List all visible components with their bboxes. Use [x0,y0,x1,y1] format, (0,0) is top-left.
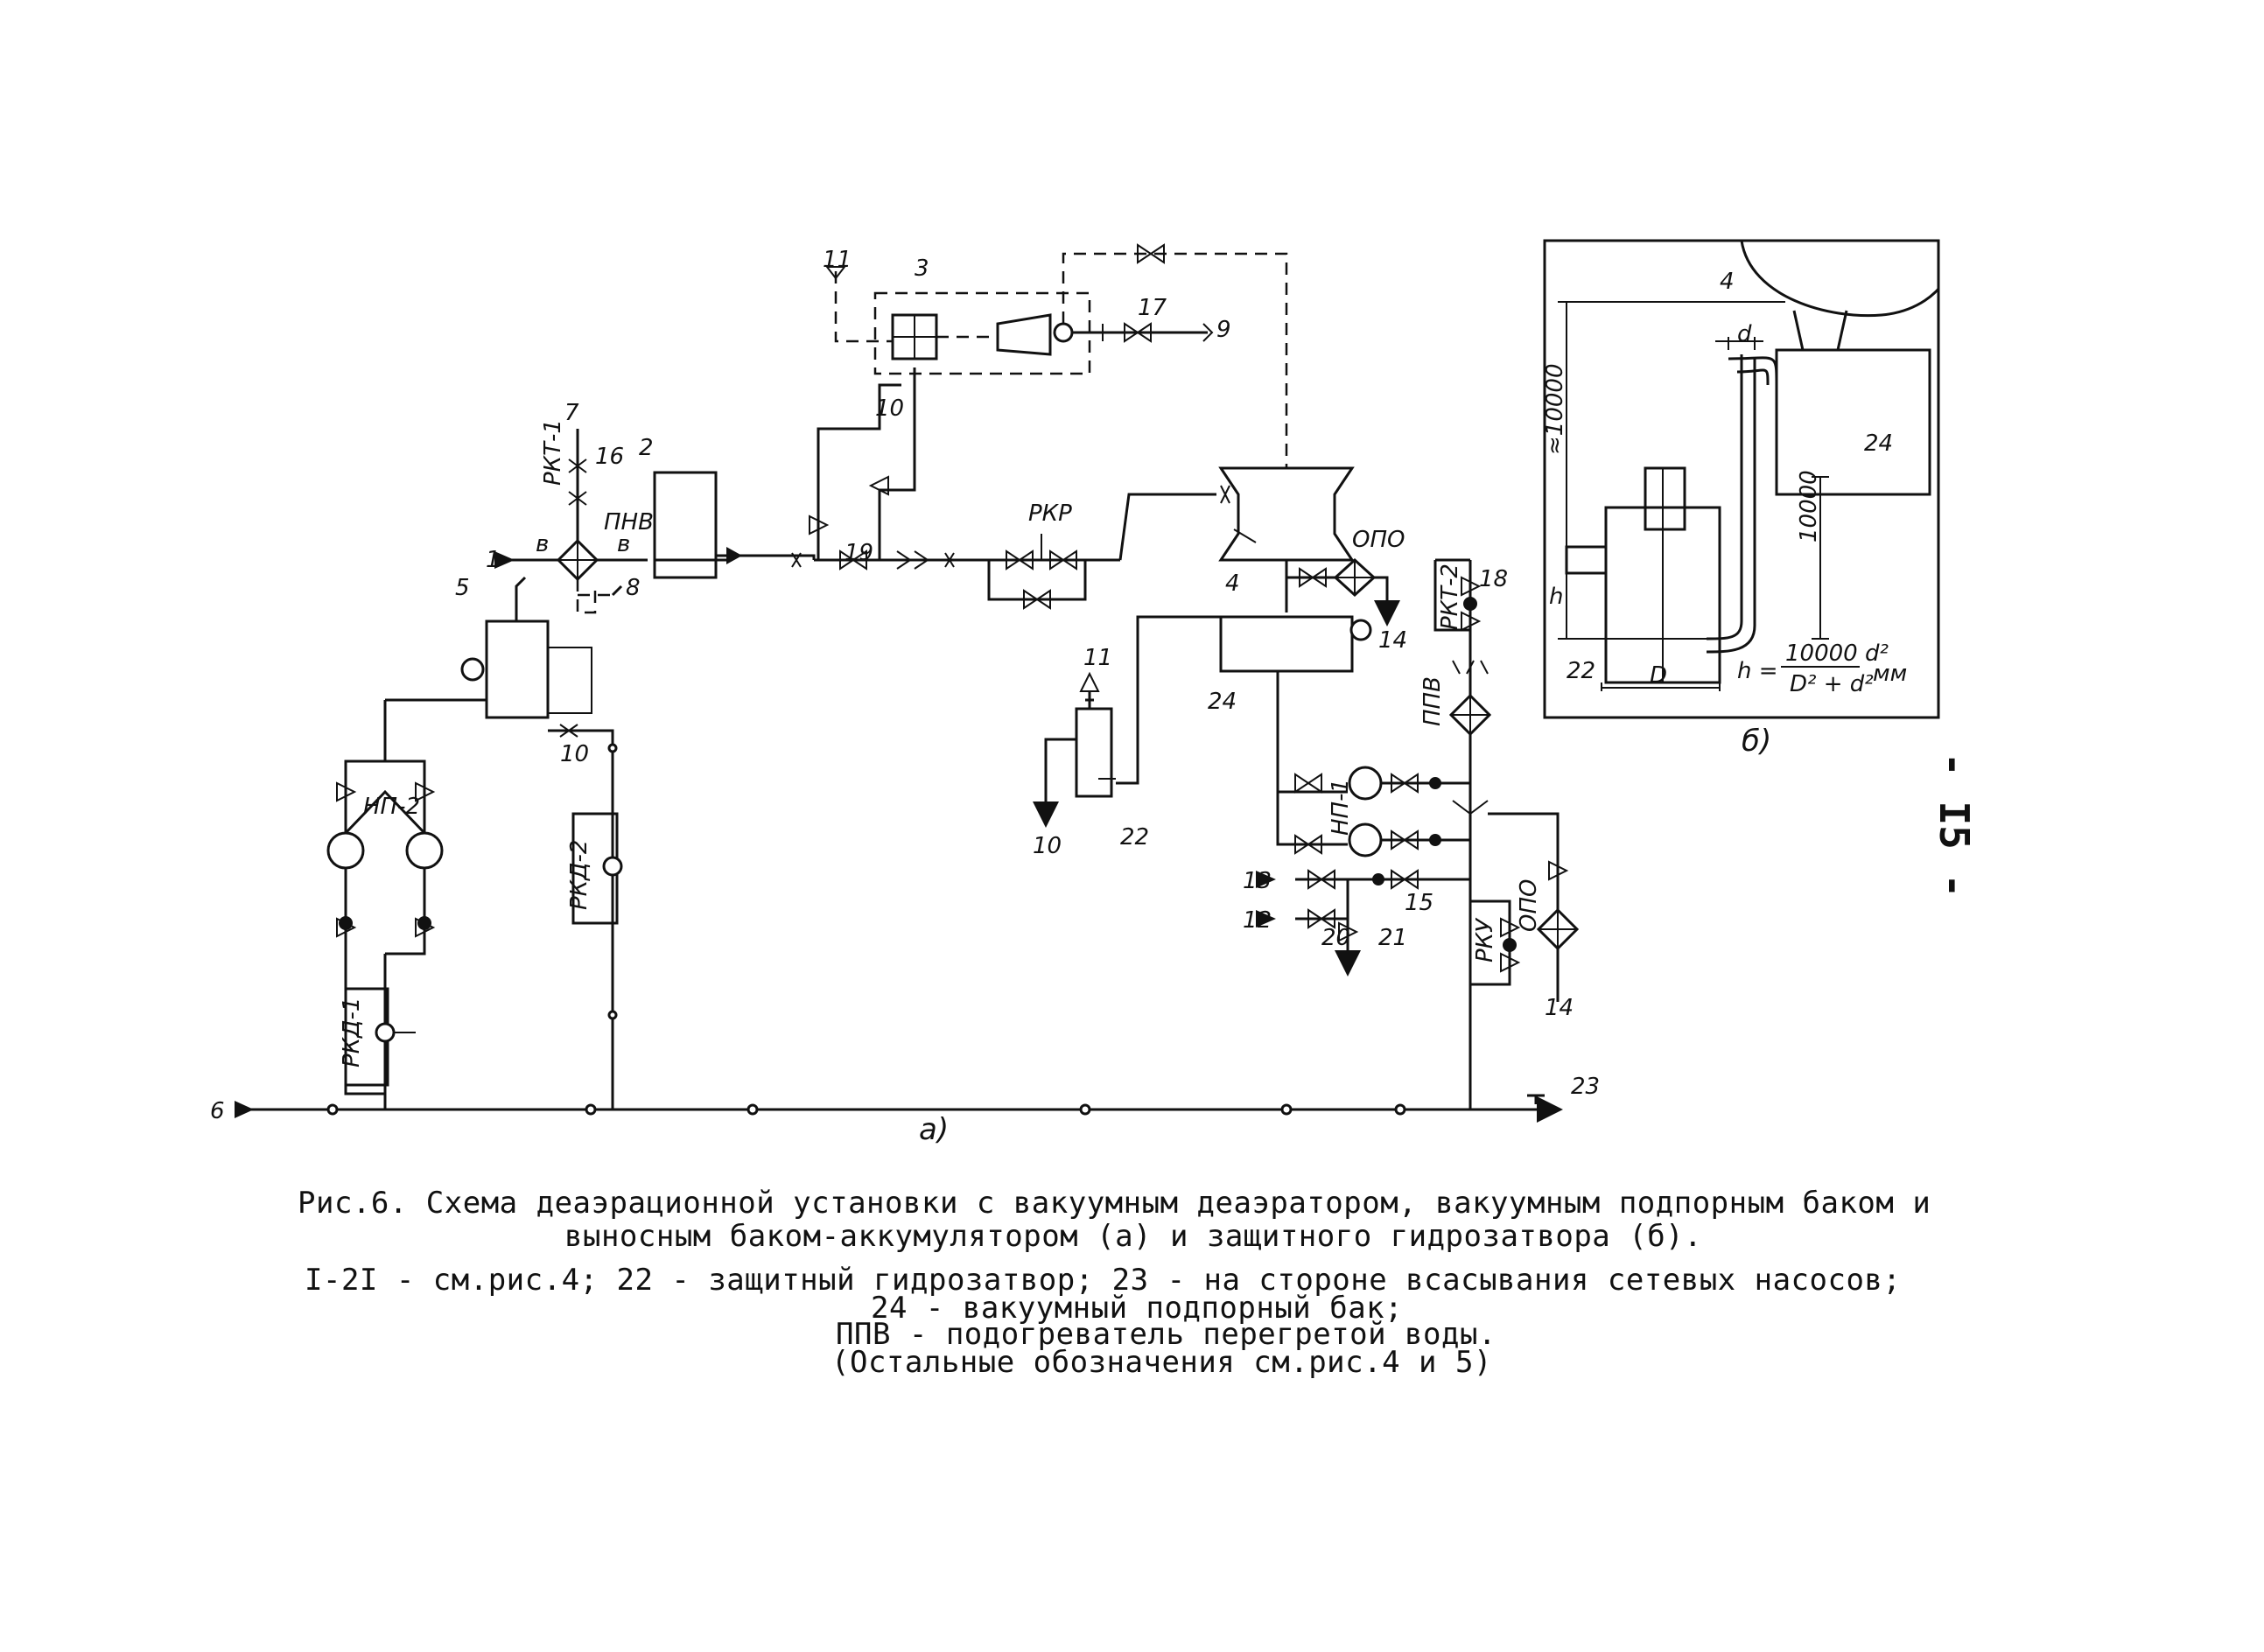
label-b-dim2: 10000 [1796,470,1822,542]
label-1: 1 [486,547,501,573]
label-4: 4 [1225,570,1240,597]
label-rkr: РКР [1028,500,1072,527]
label-13: 13 [1243,868,1272,894]
pump-group-np2 [326,698,487,1110]
label-3: 3 [915,256,929,282]
label-10-mid: 10 [1033,833,1062,859]
label-v2: в [617,531,630,557]
pump-group-np1 [1256,766,1472,976]
label-19: 19 [845,540,873,566]
formula-numerator: 10000 d² [1785,640,1889,667]
regulator-rkr [987,485,1230,610]
label-b-d: d [1737,321,1752,347]
label-rkd1: РКД-1 [339,998,365,1068]
apparatus-2 [653,471,816,579]
label-16: 16 [595,444,624,470]
label-b-D: D [1650,662,1667,689]
label-24: 24 [1208,689,1237,715]
page-number: - I5 - [1931,752,1978,899]
label-rkt1: РКТ-1 [540,419,566,486]
deaerator-4 [1218,466,1400,626]
label-np1: НП-1 [1328,779,1354,836]
label-22: 22 [1120,824,1149,850]
label-sub-a: a) [919,1112,949,1147]
diagram-labels: 3 11 17 9 10 7 16 РКТ-1 ПНВ 2 1 в в 8 5 … [210,247,1907,1147]
label-10-left: 10 [560,741,589,767]
formula-unit: мм [1873,661,1907,687]
caption-line-5: ППВ - подогреватель перегретой воды. [836,1317,1496,1352]
heater-ppv-line [1433,558,1580,1002]
label-sub-b: б) [1742,724,1771,759]
label-9: 9 [1216,317,1231,343]
label-5: 5 [455,575,470,601]
formula-lhs: h = [1737,658,1778,684]
label-17: 17 [1138,295,1167,321]
label-20: 20 [1321,925,1350,951]
label-b-dim1: ≈10000 [1542,364,1568,456]
label-ppv: ППВ [1419,676,1446,726]
feed-line [791,368,989,570]
label-b-24: 24 [1864,430,1893,457]
label-12: 12 [1243,907,1272,934]
label-pnv: ПНВ [604,509,654,536]
caption-line-3: I-2I - см.рис.4; 22 - защитный гидрозатв… [305,1263,1902,1298]
tank-24 [1116,615,1372,846]
label-v1: в [536,531,549,557]
label-14-bottom: 14 [1545,995,1574,1021]
caption-line-4: 24 - вакуумный подпорный бак; [871,1291,1404,1326]
label-18: 18 [1479,566,1508,592]
ejector-block-3 [824,243,1288,468]
regulator-rku [1468,822,1521,1110]
label-opo-bottom: ОПО [1516,879,1542,932]
heater-pnv [494,429,726,614]
label-21: 21 [1378,925,1407,951]
tank-5 [460,576,623,1110]
label-7: 7 [564,400,579,426]
label-6: 6 [210,1098,225,1124]
label-11-top: 11 [823,247,852,273]
detail-water-seal [1543,239,1940,719]
label-23: 23 [1571,1074,1600,1100]
caption-line-1: Рис.6. Схема деаэрационной установки с в… [298,1186,1931,1221]
label-np2: НП-2 [363,794,420,820]
label-15: 15 [1405,890,1433,916]
label-10-top: 10 [875,396,904,422]
label-opo-top: ОПО [1352,527,1405,553]
caption-line-2: выносным баком-аккумулятором (а) и защит… [564,1219,1703,1254]
water-seal-22 [1033,671,1116,828]
label-rkt2: РКТ-2 [1437,564,1463,630]
caption-line-6: (Остальные обозначения см.рис.4 и 5) [831,1345,1492,1380]
label-8: 8 [626,575,641,601]
label-rkd2: РКД-2 [566,840,592,910]
label-b-22: 22 [1567,658,1595,684]
formula-denominator: D² + d² [1790,671,1874,697]
label-b-4: 4 [1720,269,1735,295]
label-b-h: h [1549,584,1563,610]
label-14-mid: 14 [1378,627,1407,654]
label-2: 2 [639,435,654,461]
main-line-bottom [235,1094,1563,1123]
label-rku: РКУ [1472,917,1498,962]
label-11-mid: 11 [1083,645,1112,671]
